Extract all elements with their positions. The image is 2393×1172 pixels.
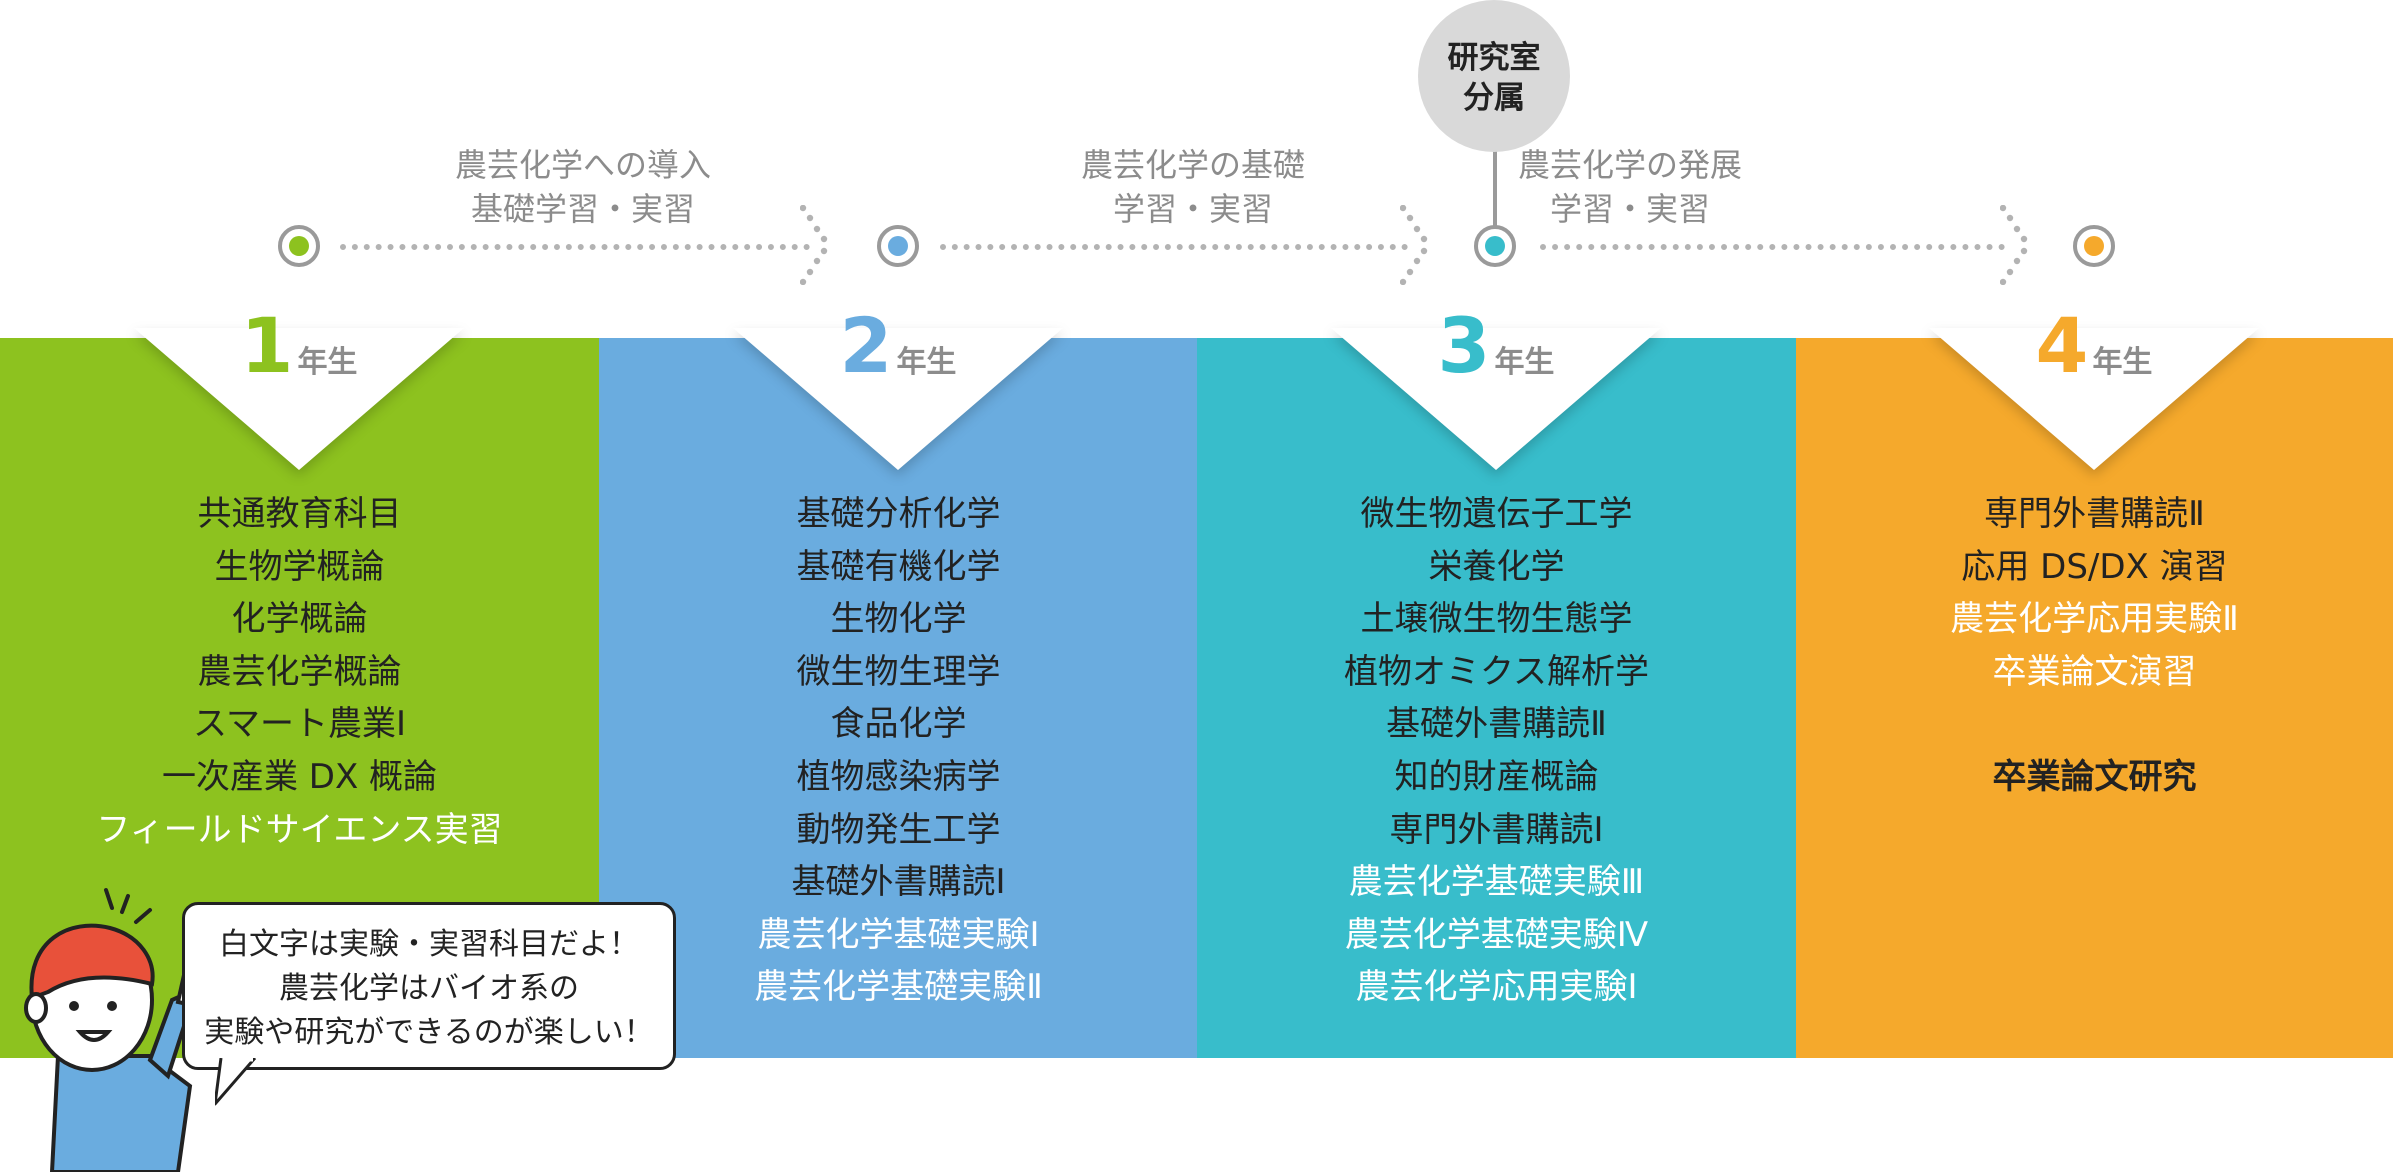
subject-item: 基礎分析化学 bbox=[796, 494, 1001, 534]
subject-item: 生物化学 bbox=[830, 599, 967, 640]
subject-item: 一次産業 DX 概論 bbox=[161, 756, 438, 797]
phase-2-line-2: 学習・実習 bbox=[1112, 190, 1273, 228]
year-3-notch bbox=[1331, 328, 1661, 470]
circle-node-icon bbox=[278, 225, 320, 267]
subject-item: 専門外書購読Ⅱ bbox=[1984, 494, 2205, 534]
phase-2-line-1: 農芸化学の基礎 bbox=[1080, 146, 1305, 184]
year-2-unit: 年生 bbox=[896, 345, 957, 380]
lab-assignment-line-2: 分属 bbox=[1463, 80, 1525, 116]
circle-node-icon bbox=[2073, 225, 2115, 267]
circle-node-icon bbox=[877, 225, 919, 267]
lab-assignment-line-1: 研究室 bbox=[1447, 40, 1541, 76]
lab-assignment-connector bbox=[1493, 150, 1497, 228]
subject-item: 栄養化学 bbox=[1428, 546, 1565, 587]
subject-item: 基礎有機化学 bbox=[796, 546, 1001, 587]
year-4-notch bbox=[1929, 328, 2259, 470]
year-2-subject-list: 基礎分析化学基礎有機化学生物化学微生物生理学食品化学植物感染病学動物発生工学基礎… bbox=[599, 488, 1198, 1014]
year-4-number: 4 bbox=[2035, 301, 2089, 390]
subject-item: 農芸化学応用実験Ⅱ bbox=[1950, 599, 2239, 640]
circle-node-icon bbox=[1474, 225, 1516, 267]
speech-bubble-line-2: 農芸化学はバイオ系の bbox=[279, 971, 579, 1006]
subject-item: 微生物生理学 bbox=[796, 651, 1001, 692]
chevron-right-icon bbox=[2000, 205, 2028, 285]
phase-label-2: 農芸化学の基礎 学習・実習 bbox=[1023, 143, 1363, 231]
subject-item: 生物学概論 bbox=[214, 546, 385, 587]
year-2-notch bbox=[733, 328, 1063, 470]
subject-item: スマート農業Ⅰ bbox=[192, 704, 406, 745]
year-2-number: 2 bbox=[839, 301, 893, 390]
phase-label-1: 農芸化学への導入 基礎学習・実習 bbox=[413, 143, 753, 231]
speech-bubble: 白文字は実験・実習科目だよ！ 農芸化学はバイオ系の 実験や研究ができるのが楽しい… bbox=[182, 902, 676, 1070]
subject-item: 農芸化学基礎実験Ⅰ bbox=[757, 914, 1040, 955]
subject-item: 基礎外書購読Ⅰ bbox=[791, 862, 1006, 903]
chevron-right-icon bbox=[800, 205, 828, 285]
subject-item: 農芸化学基礎実験Ⅳ bbox=[1344, 914, 1649, 955]
subject-item: 農芸化学基礎実験Ⅱ bbox=[754, 967, 1043, 1008]
phase-1-line-2: 基礎学習・実習 bbox=[470, 190, 695, 228]
year-3-number: 3 bbox=[1437, 301, 1491, 390]
subject-item: 化学概論 bbox=[231, 599, 368, 640]
subject-item: 動物発生工学 bbox=[796, 809, 1001, 850]
speech-bubble-line-3: 実験や研究ができるのが楽しい！ bbox=[204, 1015, 654, 1050]
subject-item: 食品化学 bbox=[830, 704, 967, 745]
speech-bubble-line-1: 白文字は実験・実習科目だよ！ bbox=[219, 927, 639, 962]
timeline-dotted-line-1 bbox=[340, 244, 810, 250]
subject-item: 卒業論文研究 bbox=[1992, 756, 2197, 797]
subject-item: 土壌微生物生態学 bbox=[1360, 599, 1633, 640]
lab-assignment-badge: 研究室 分属 bbox=[1418, 0, 1570, 152]
subject-item: 基礎外書購読Ⅱ bbox=[1386, 704, 1607, 745]
year-4-subject-list: 専門外書購読Ⅱ 応用 DS/DX 演習農芸化学応用実験Ⅱ 卒業論文演習卒業論文研究 bbox=[1796, 488, 2393, 804]
year-4-unit: 年生 bbox=[2092, 345, 2153, 380]
subject-item: 農芸化学応用実験Ⅰ bbox=[1355, 967, 1638, 1008]
subject-item: 共通教育科目 bbox=[197, 494, 402, 534]
subject-item: 植物感染病学 bbox=[796, 756, 1001, 797]
phase-3-line-2: 学習・実習 bbox=[1549, 190, 1710, 228]
subject-item: 農芸化学概論 bbox=[197, 651, 402, 692]
year-1-subject-list: 共通教育科目生物学概論化学概論農芸化学概論スマート農業Ⅰ 一次産業 DX 概論フィ… bbox=[0, 488, 599, 856]
subject-item: 植物オミクス解析学 bbox=[1344, 651, 1649, 692]
speech-bubble-tail bbox=[215, 1058, 257, 1106]
year-1-notch bbox=[134, 328, 464, 470]
subject-item: 農芸化学基礎実験Ⅲ bbox=[1348, 862, 1645, 903]
subject-item: 専門外書購読Ⅰ bbox=[1389, 809, 1604, 850]
year-3-unit: 年生 bbox=[1494, 345, 1555, 380]
timeline-dotted-line-3 bbox=[1540, 244, 2005, 250]
chevron-right-icon bbox=[1400, 205, 1428, 285]
subject-item: 知的財産概論 bbox=[1394, 756, 1599, 797]
student-pointing-icon bbox=[24, 888, 201, 1172]
phase-1-line-1: 農芸化学への導入 bbox=[454, 146, 711, 184]
subject-item: 微生物遺伝子工学 bbox=[1360, 494, 1633, 534]
timeline-dotted-line-2 bbox=[940, 244, 1408, 250]
subject-item bbox=[1796, 698, 2393, 751]
year-3-subject-list: 微生物遺伝子工学栄養化学土壌微生物生態学植物オミクス解析学基礎外書購読Ⅱ 知的財産… bbox=[1197, 488, 1796, 1014]
phase-label-3: 農芸化学の発展 学習・実習 bbox=[1460, 143, 1800, 231]
year-1-number: 1 bbox=[240, 301, 294, 390]
subject-item: フィールドサイエンス実習 bbox=[96, 809, 503, 850]
year-1-unit: 年生 bbox=[297, 345, 358, 380]
phase-3-line-1: 農芸化学の発展 bbox=[1517, 146, 1742, 184]
subject-item: 卒業論文演習 bbox=[1992, 651, 2197, 692]
subject-item: 応用 DS/DX 演習 bbox=[1961, 546, 2228, 587]
